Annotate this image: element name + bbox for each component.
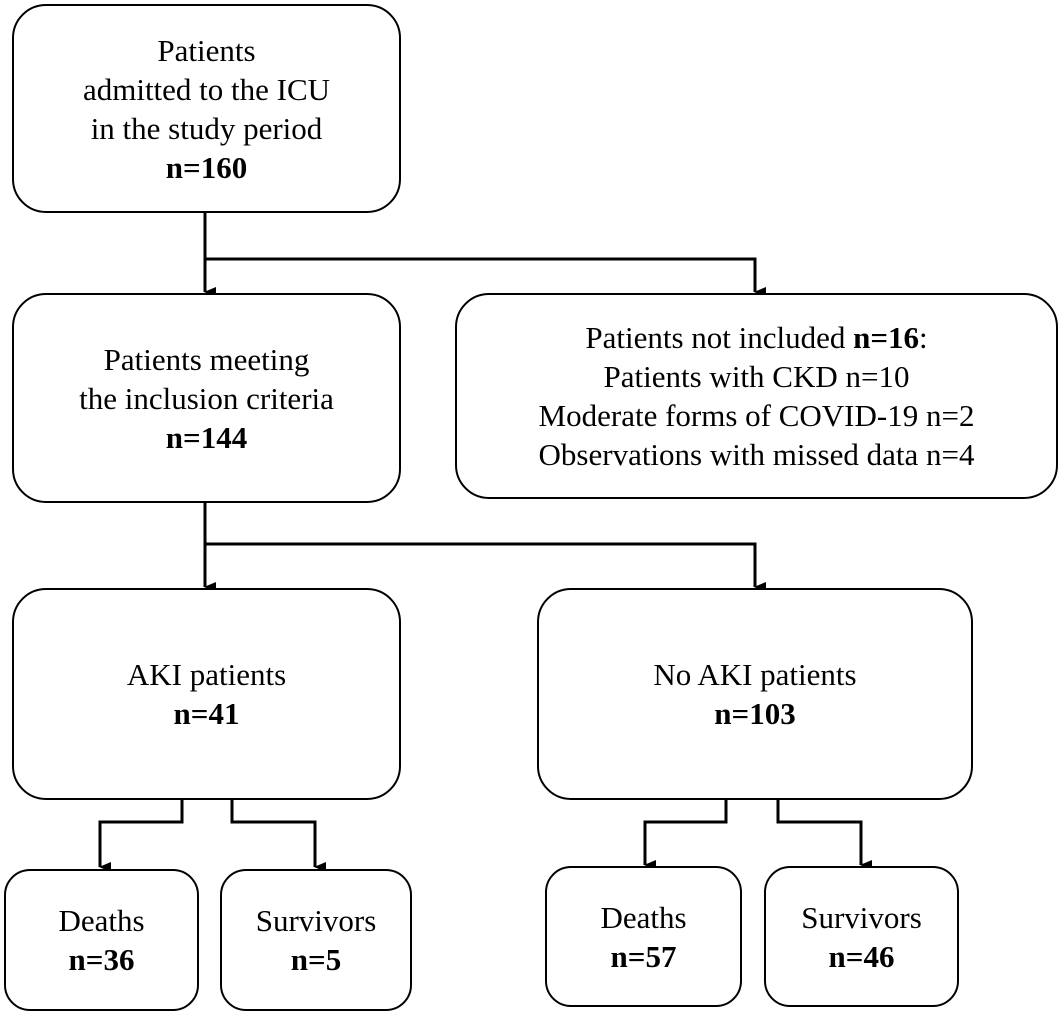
no-aki-survivors-box: Survivors n=46 (764, 866, 959, 1007)
no-aki-label: No AKI patients (653, 657, 857, 692)
aki-count: n=41 (173, 696, 240, 731)
excluded-title: Patients not included n=16: (585, 318, 927, 357)
no-aki-deaths-label: Deaths (600, 899, 687, 935)
included-line-2: the inclusion criteria (79, 380, 334, 416)
excluded-count: n=16 (853, 320, 920, 355)
no-aki-survivors-count: n=46 (828, 938, 895, 974)
aki-deaths-count: n=36 (68, 942, 135, 977)
excluded-item-missed-data: Observations with missed data n=4 (538, 437, 975, 472)
aki-deaths-label: Deaths (58, 903, 145, 938)
admitted-line-3: in the study period (90, 110, 323, 146)
no-aki-count: n=103 (714, 696, 796, 731)
excluded-item-moderate-covid: Moderate forms of COVID-19 n=2 (538, 398, 975, 433)
excluded-box: Patients not included n=16: Patients wit… (455, 293, 1058, 499)
excluded-title-suffix: : (919, 320, 928, 355)
connector-aki-to-survivors (230, 799, 326, 872)
excluded-title-prefix: Patients not included (585, 320, 854, 355)
included-line-1: Patients meeting (103, 341, 310, 377)
excluded-item-ckd: Patients with CKD n=10 (603, 359, 910, 394)
connector-included-to-no-aki (205, 542, 766, 592)
connector-no-aki-to-deaths (643, 799, 728, 870)
connector-no-aki-to-survivors (776, 799, 872, 870)
aki-survivors-box: Survivors n=5 (220, 869, 412, 1011)
connector-aki-to-deaths (98, 799, 184, 872)
connector-admitted-to-excluded (205, 257, 766, 297)
aki-deaths-box: Deaths n=36 (4, 869, 199, 1011)
no-aki-deaths-count: n=57 (610, 938, 677, 974)
no-aki-deaths-box: Deaths n=57 (545, 866, 742, 1007)
no-aki-survivors-label: Survivors (801, 899, 922, 935)
included-count: n=144 (165, 419, 248, 455)
admitted-line-1: Patients (157, 32, 256, 68)
aki-survivors-label: Survivors (255, 903, 377, 938)
admitted-count: n=160 (165, 149, 248, 185)
admitted-line-2: admitted to the ICU (82, 71, 331, 107)
included-box: Patients meeting the inclusion criteria … (12, 293, 401, 503)
no-aki-box: No AKI patients n=103 (537, 588, 973, 800)
aki-survivors-count: n=5 (290, 942, 342, 977)
admitted-box: Patients admitted to the ICU in the stud… (12, 4, 401, 213)
aki-box: AKI patients n=41 (12, 588, 401, 800)
aki-label: AKI patients (126, 657, 287, 692)
